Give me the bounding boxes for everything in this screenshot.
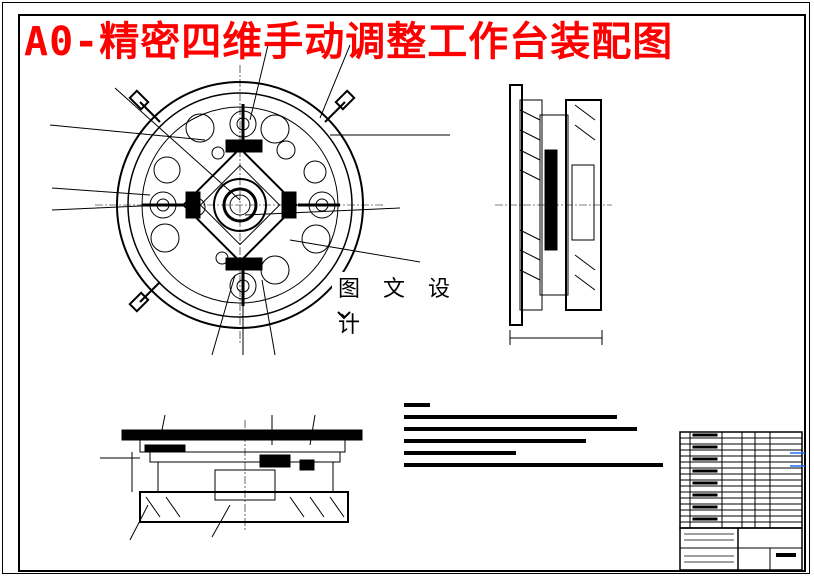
parts-entry-3 (692, 457, 718, 461)
hole-9 (260, 255, 290, 285)
center-plate (182, 147, 298, 263)
side-boss (571, 164, 595, 241)
watermark: 图 文 设 计 (332, 272, 482, 338)
inner-border (18, 14, 806, 572)
section-detail-2 (259, 454, 291, 468)
parts-entry-2 (692, 445, 718, 449)
section-leader-5 (309, 414, 316, 446)
notes-heading (404, 403, 430, 407)
parts-entry-5 (692, 481, 718, 485)
hole-1 (260, 114, 290, 144)
section-detail-3 (299, 459, 315, 471)
section-leader-2 (211, 504, 231, 538)
adjust-knob-bottom-left (128, 281, 161, 313)
notes-line-3 (404, 439, 586, 443)
hole-3 (303, 160, 327, 184)
parts-entry-1 (692, 433, 718, 437)
hole-8 (301, 224, 331, 254)
hole-4 (185, 113, 215, 143)
top-hatch (574, 104, 596, 291)
leader-lines (49, 44, 450, 356)
section-detail-1 (144, 444, 186, 452)
side-view (495, 84, 612, 345)
title-block (679, 527, 803, 571)
side-hatch (519, 109, 541, 281)
side-slider (544, 149, 558, 251)
parts-entry-6 (692, 493, 718, 497)
front-view (49, 44, 450, 356)
section-leader-1 (129, 504, 149, 541)
notes-line-5 (404, 463, 663, 467)
parts-entry-4 (692, 469, 718, 473)
notes-line-4 (404, 451, 516, 455)
section-view (100, 414, 363, 541)
parts-list (679, 431, 805, 529)
pin-1 (211, 146, 225, 160)
parts-entry-7 (692, 505, 718, 509)
parts-entry-8 (692, 517, 718, 521)
section-base (139, 491, 349, 523)
adjust-knob-top-right (324, 89, 356, 123)
notes-line-2 (404, 427, 637, 431)
section-hatch (145, 496, 345, 518)
section-leader-3 (159, 414, 166, 441)
center-plate-inner (199, 164, 281, 246)
notes-line-1 (404, 415, 617, 419)
section-top-plate (121, 429, 363, 441)
hole-5 (153, 156, 181, 184)
title-block-frame (679, 527, 803, 571)
parts-rows (680, 437, 802, 523)
hole-6 (150, 223, 180, 253)
section-arrow (337, 311, 351, 320)
technical-notes (404, 403, 663, 467)
hole-2 (276, 140, 296, 160)
adjust-knob-top-left (128, 89, 161, 123)
drawing-title: A0-精密四维手动调整工作台装配图 (24, 19, 674, 65)
title-block-stamp (776, 553, 796, 557)
title-block-rows (684, 533, 734, 563)
